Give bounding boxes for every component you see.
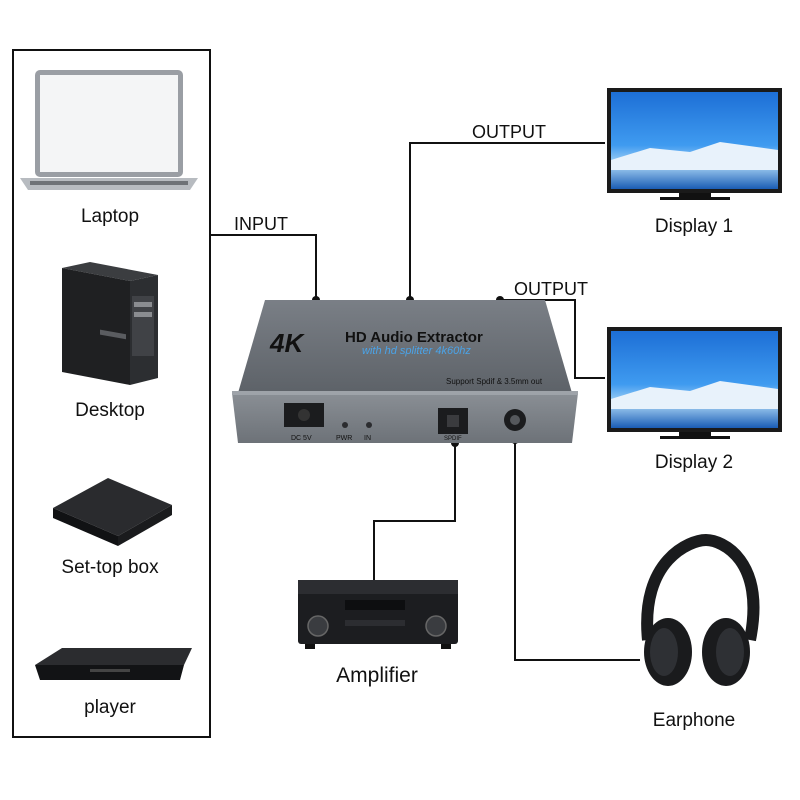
output2-label: OUTPUT — [514, 279, 588, 299]
source-label-set-top-box: Set-top box — [61, 557, 159, 578]
input-label: INPUT — [234, 214, 288, 234]
source-label-player: player — [84, 697, 136, 718]
monitor-icon — [607, 327, 782, 439]
headphones-icon — [641, 533, 760, 686]
source-label-desktop: Desktop — [75, 400, 145, 421]
spdif-line — [373, 443, 456, 580]
laptop-icon — [20, 70, 198, 190]
in-led — [366, 422, 372, 428]
display-label-1: Display 1 — [655, 216, 733, 237]
set-top-box-icon — [53, 478, 172, 546]
device-title: HD Audio Extractor — [345, 329, 483, 346]
amplifier-icon — [298, 580, 458, 649]
device-4k-label: 4K — [269, 328, 305, 358]
port-label-in: IN — [364, 435, 371, 442]
source-label-laptop: Laptop — [81, 206, 139, 227]
output1-label: OUTPUT — [472, 122, 546, 142]
port-label-spdif: SPDIF — [444, 436, 462, 442]
device-subtitle: with hd splitter 4k60hz — [362, 345, 471, 357]
port-label-pwr: PWR — [336, 435, 352, 442]
player-icon — [35, 648, 192, 680]
output-label-amplifier: Amplifier — [336, 664, 418, 687]
pwr-led — [342, 422, 348, 428]
audio-extractor-device: 4K HD Audio Extractor with hd splitter 4… — [232, 300, 578, 443]
output1-line — [409, 142, 605, 300]
source-panel — [12, 49, 211, 738]
display-label-2: Display 2 — [655, 452, 733, 473]
output-label-earphone: Earphone — [653, 710, 735, 731]
device-support-text: Support Spdif & 3.5mm out — [446, 377, 543, 386]
port-label-dc: DC 5V — [291, 435, 312, 442]
earphone-line — [514, 440, 640, 661]
desktop-icon — [62, 262, 158, 385]
monitor-icon — [607, 88, 782, 200]
input-line — [210, 234, 317, 300]
